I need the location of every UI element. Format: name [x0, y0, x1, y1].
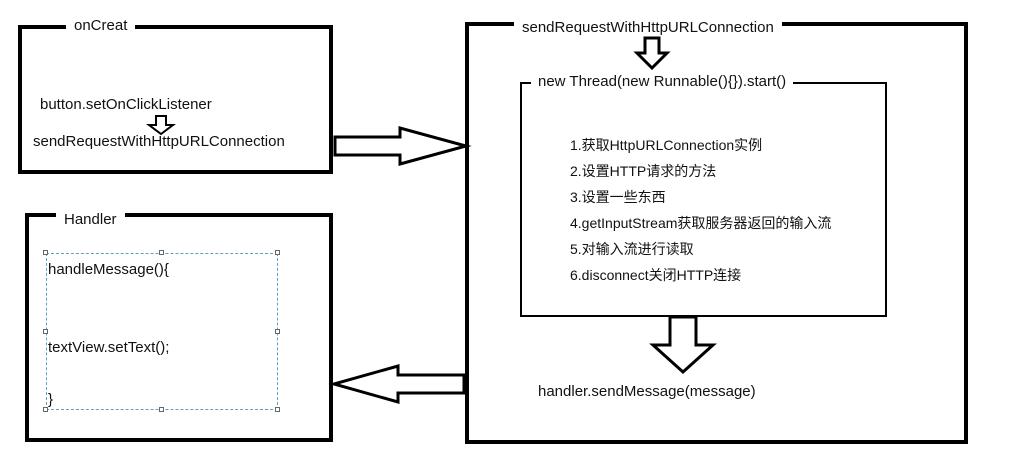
send-request-title: sendRequestWithHttpURLConnection: [514, 19, 782, 37]
selection-handle: [43, 407, 48, 412]
step-item: 2.设置HTTP请求的方法: [570, 163, 717, 179]
thread-box: [520, 82, 887, 317]
arrow-down-icon: [146, 115, 176, 136]
handle-message-text: handleMessage(){: [48, 261, 169, 278]
oncreate-send-request-text: sendRequestWithHttpURLConnection: [33, 133, 285, 151]
handler-title: Handler: [56, 211, 125, 229]
selection-handle: [43, 250, 48, 255]
send-message-text: handler.sendMessage(message): [538, 383, 756, 401]
selection-handle: [275, 250, 280, 255]
step-item: 5.对输入流进行读取: [570, 241, 694, 257]
arrow-down-icon: [649, 315, 717, 375]
selection-handle: [159, 250, 164, 255]
step-item: 1.获取HttpURLConnection实例: [570, 137, 763, 153]
selection-handle: [43, 329, 48, 334]
selection-handle: [275, 407, 280, 412]
selection-handle: [159, 407, 164, 412]
step-item: 6.disconnect关闭HTTP连接: [570, 267, 742, 283]
handler-box: [25, 213, 333, 442]
set-text-text: textView.setText();: [48, 339, 170, 356]
oncreate-listener-text: button.setOnClickListener: [40, 96, 212, 114]
thread-label: new Thread(new Runnable(){}).start(): [531, 73, 794, 91]
selection-handle: [275, 329, 280, 334]
step-item: 4.getInputStream获取服务器返回的输入流: [570, 215, 832, 231]
arrow-down-icon: [633, 36, 671, 71]
arrow-left-icon: [328, 364, 466, 404]
oncreate-title: onCreat: [66, 17, 136, 35]
arrow-right-icon: [333, 126, 472, 166]
closing-brace-text: }: [48, 391, 54, 408]
step-item: 3.设置一些东西: [570, 189, 666, 205]
